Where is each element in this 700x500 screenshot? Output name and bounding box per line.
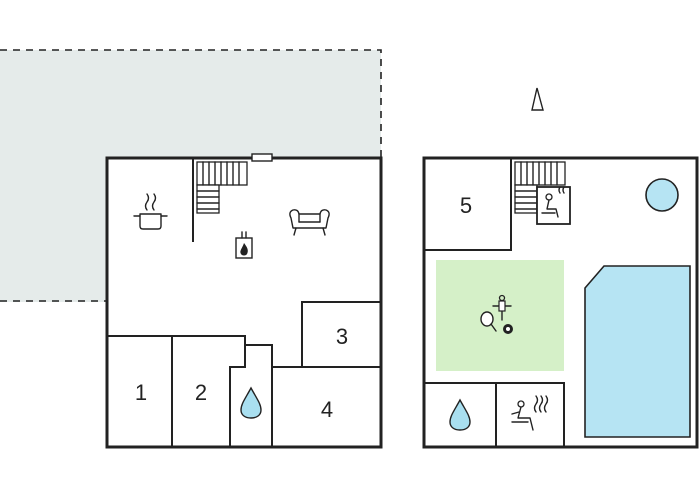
round-pool-icon xyxy=(645,178,679,212)
foosball-icon xyxy=(492,294,512,321)
ground-floor: 1 2 3 4 xyxy=(105,153,383,449)
staircase-icon xyxy=(196,161,248,214)
staircase-icon xyxy=(514,161,566,214)
water-drop-icon xyxy=(240,386,262,419)
sauna-icon xyxy=(536,186,571,225)
cooking-pot-icon xyxy=(133,193,168,230)
room-label-2: 2 xyxy=(195,380,207,405)
game-area xyxy=(436,260,564,371)
window xyxy=(251,153,273,162)
room-label-3: 3 xyxy=(336,324,348,349)
fireplace-icon xyxy=(235,231,253,259)
north-arrow-icon xyxy=(531,87,544,111)
billiard-ball-icon xyxy=(503,324,513,334)
water-drop-icon xyxy=(449,398,471,431)
room-label-1: 1 xyxy=(135,380,147,405)
room-label-4: 4 xyxy=(321,397,333,422)
swimming-pool-icon xyxy=(584,265,691,438)
sauna-icon xyxy=(511,395,549,431)
lower-floor: 5 xyxy=(422,156,699,449)
table-tennis-icon xyxy=(480,311,497,332)
room-label-5: 5 xyxy=(460,193,472,218)
sofa-icon xyxy=(289,209,330,236)
